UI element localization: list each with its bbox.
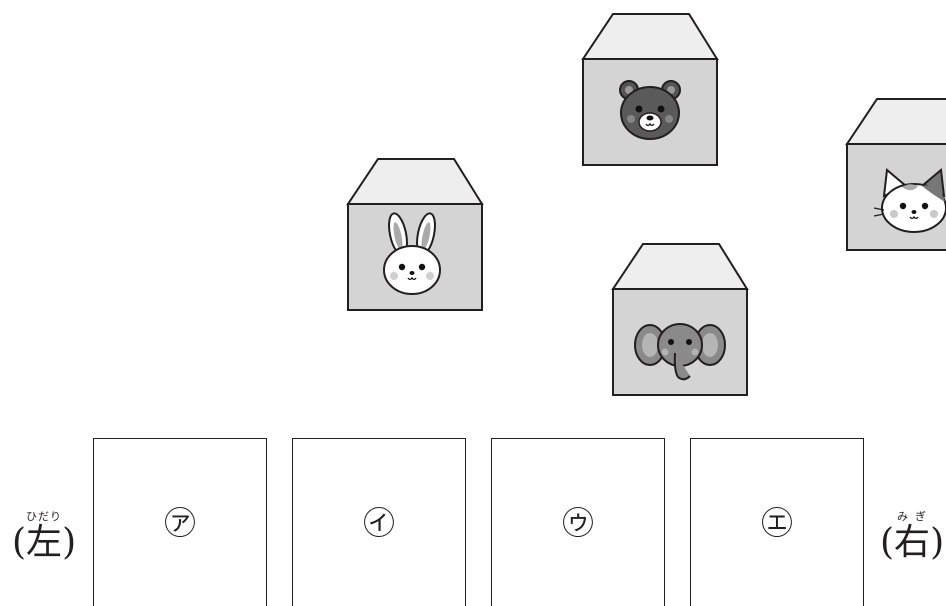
rabbit-house	[347, 158, 487, 313]
slot-label-i: ㋑	[363, 507, 395, 539]
bear-house	[582, 13, 722, 168]
slot-label-u: ㋒	[562, 507, 594, 539]
slot-label-e: ㋓	[761, 507, 793, 539]
answer-slot-i[interactable]: ㋑	[292, 438, 466, 606]
slot-label-a: ㋐	[164, 507, 196, 539]
left-direction-label: (左ひだり)	[12, 510, 76, 561]
right-direction-label: (右みぎ)	[880, 510, 944, 561]
elephant-house	[612, 243, 752, 398]
left-kanji: 左	[26, 522, 62, 563]
answer-slot-u[interactable]: ㋒	[491, 438, 665, 606]
answer-slot-a[interactable]: ㋐	[93, 438, 267, 606]
right-kanji: 右	[894, 522, 930, 563]
left-reading: ひだり	[26, 510, 62, 523]
bear-face-icon	[620, 81, 680, 139]
answer-slot-e[interactable]: ㋓	[690, 438, 864, 606]
cat-house	[846, 98, 946, 253]
right-reading: みぎ	[894, 510, 930, 523]
